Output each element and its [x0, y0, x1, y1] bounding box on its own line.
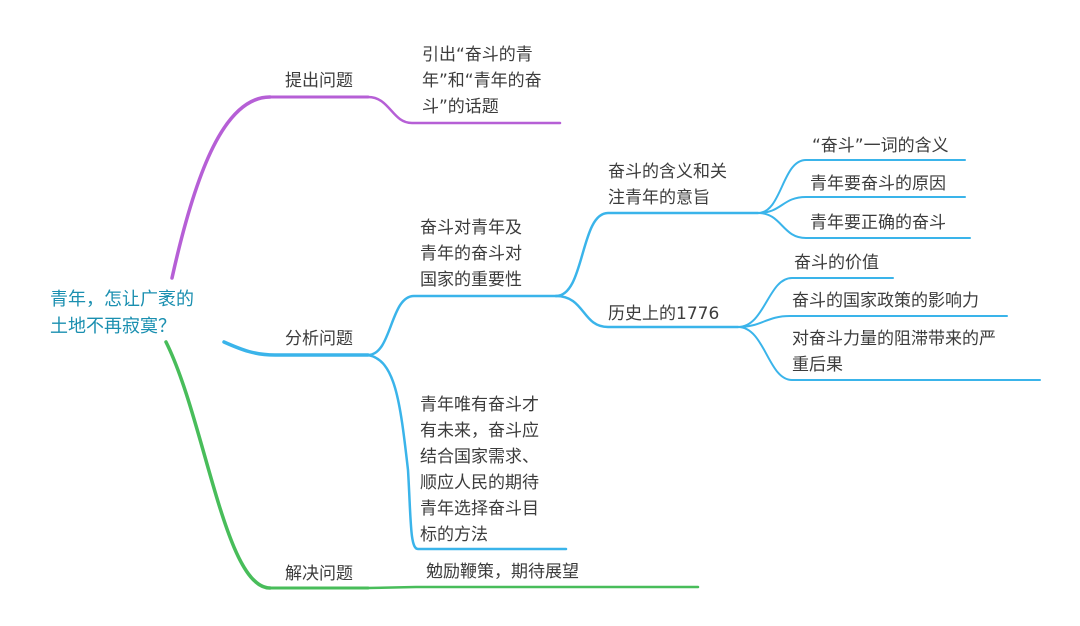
raise-detail-node[interactable]: 引出“奋斗的青 年”和“青年的奋 斗”的话题: [422, 45, 542, 117]
meaning-item[interactable]: 青年要奋斗的原因: [810, 174, 946, 194]
history-item[interactable]: 对奋斗力量的阻滞带来的严 重后果: [792, 329, 996, 375]
branch-solve-label[interactable]: 解决问题: [285, 564, 353, 584]
analyze-main-node[interactable]: 奋斗对青年及 青年的奋斗对 国家的重要性: [420, 218, 522, 290]
analyze-conclusion-node[interactable]: 青年唯有奋斗才 有未来，奋斗应 结合国家需求、 顺应人民的期待 青年选择奋斗目 …: [420, 395, 539, 545]
connector-raise-detail: [366, 95, 562, 125]
history-item[interactable]: 奋斗的国家政策的影响力: [792, 291, 979, 311]
connector-analyze-main: [366, 294, 558, 357]
connector-history-item-3: [737, 326, 1041, 381]
branch-raise-label[interactable]: 提出问题: [285, 71, 353, 91]
connector-meaning-item-3: [757, 212, 971, 239]
meaning-item[interactable]: “奋斗”一词的含义: [812, 136, 949, 156]
connector-main-meaning: [554, 211, 760, 298]
connector-history-item-1: [737, 277, 894, 328]
connector-root-analyze: [222, 340, 370, 357]
connector-root-solve: [164, 340, 272, 590]
connector-analyze-conclusion: [366, 353, 568, 551]
connector-meaning-item-2: [757, 196, 966, 214]
branch-analyze-label[interactable]: 分析问题: [285, 329, 353, 349]
meaning-item[interactable]: 青年要正确的奋斗: [810, 213, 946, 233]
meaning-node[interactable]: 奋斗的含义和关 注青年的意旨: [608, 162, 727, 208]
history-node[interactable]: 历史上的1776: [608, 304, 720, 324]
connector-main-history: [554, 294, 740, 329]
connector-solve-detail: [366, 585, 700, 590]
solve-detail-node[interactable]: 勉励鞭策，期待展望: [426, 562, 579, 582]
history-item[interactable]: 奋斗的价值: [794, 253, 879, 273]
connector-meaning-item-1: [757, 159, 966, 214]
root-topic[interactable]: 青年，怎让广袤的 土地不再寂寞？: [50, 289, 194, 337]
connector-history-item-2: [737, 315, 1008, 328]
connector-root-raise: [170, 95, 272, 280]
